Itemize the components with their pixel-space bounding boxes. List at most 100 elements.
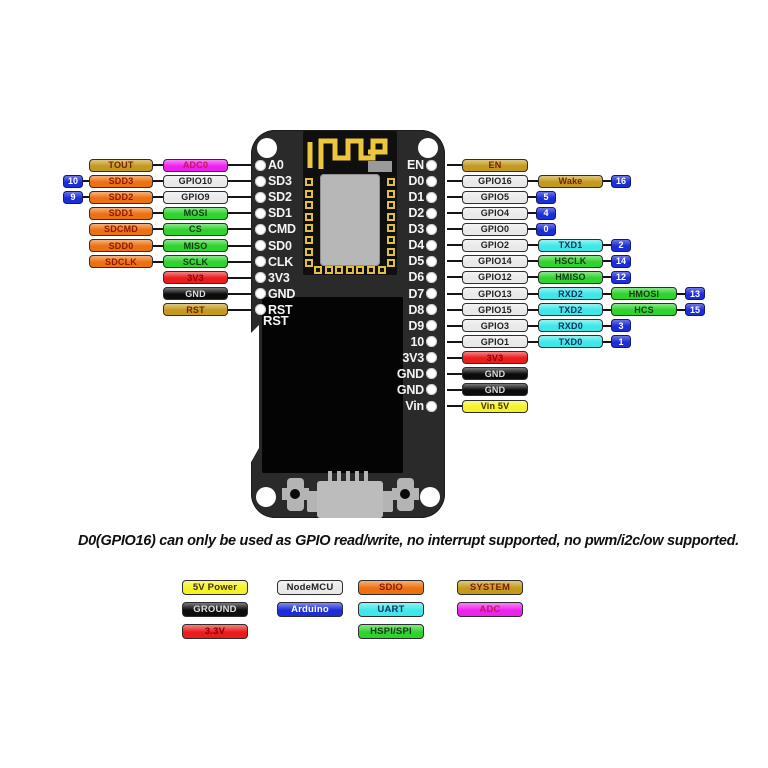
pin-row: 3V3 (163, 271, 251, 285)
connector-line (447, 340, 462, 343)
pin-function-box: GPIO10 (163, 174, 228, 188)
module-pad (387, 201, 395, 210)
pin-function-box: SDD0 (89, 239, 153, 253)
mounting-hole-bottom-right (420, 487, 440, 507)
pin-row: 3V3 (447, 351, 528, 365)
board-pin-label: SD1 (268, 206, 292, 221)
board-pin-dot (254, 223, 266, 235)
pin-function-box: GND (462, 367, 528, 381)
connector-line (447, 356, 462, 359)
board-pin-dot (425, 223, 437, 235)
connector-line (447, 276, 462, 279)
pin-function-box: 3V3 (462, 351, 528, 365)
connector-line (447, 260, 462, 263)
board-pin-dot (425, 207, 437, 219)
board-pin-label: Vin (405, 399, 424, 414)
module-pad (305, 247, 313, 256)
board-pin-dot (425, 191, 437, 203)
connector-line (153, 196, 163, 199)
board-pin-label: SD0 (268, 238, 292, 253)
board-pin-dot (254, 207, 266, 219)
board-pin-label: EN (407, 158, 424, 172)
pin-function-box: GND (163, 287, 228, 301)
pin-function-box: MOSI (163, 206, 228, 220)
module-pad (305, 178, 313, 186)
connector-line (228, 164, 251, 166)
pin-row: Vin 5V (447, 399, 528, 413)
legend-item: 3.3V (182, 624, 248, 639)
pin-number-badge: 5 (536, 190, 556, 204)
usb-pin (328, 471, 332, 483)
pin-function-box: GPIO15 (462, 303, 528, 317)
note-text: D0(GPIO16) can only be used as GPIO read… (78, 533, 739, 549)
connector-line (153, 212, 163, 215)
board-pin-label: SD3 (268, 174, 292, 189)
legend-item: HSPI/SPI (358, 624, 424, 639)
button-tab (392, 488, 398, 500)
pin-function-box: TOUT (89, 158, 153, 172)
pin-function-box: GPIO3 (462, 319, 528, 333)
pin-function-box: ADC0 (163, 158, 228, 172)
screen-glare (250, 325, 259, 464)
module-pad (387, 259, 395, 268)
pin-function-box: EN (462, 158, 528, 172)
board-pin-dot (254, 175, 266, 187)
connector-line (228, 180, 251, 183)
module-pad (377, 266, 386, 274)
connector-line (447, 372, 462, 375)
connector-line (447, 212, 462, 215)
pin-function-box: SDD2 (89, 190, 153, 204)
connector-line (447, 405, 462, 408)
mounting-hole-top-right (418, 138, 438, 158)
board-pin-label: D2 (408, 206, 424, 221)
flash-button-core (290, 489, 300, 499)
connector-line (528, 308, 538, 311)
module-shield-tab (368, 161, 392, 172)
rst-board-label: RST (263, 313, 289, 328)
connector-line (528, 276, 538, 279)
connector-line (153, 228, 163, 231)
connector-line (528, 180, 538, 183)
pin-function-box: GPIO13 (462, 287, 528, 301)
oled-screen (262, 297, 403, 473)
legend-item: SYSTEM (457, 580, 523, 595)
board-pin-dot (425, 320, 437, 332)
connector-line (153, 244, 163, 247)
pin-function-box: RXD2 (538, 287, 603, 301)
board-pin-label: D8 (408, 302, 424, 317)
board-pin-dot (425, 368, 437, 380)
board-pin-dot (425, 336, 437, 348)
module-pad (387, 247, 395, 256)
usb-pin (355, 471, 359, 483)
legend-item: GROUND (182, 602, 248, 617)
pin-function-box: 3V3 (163, 271, 228, 285)
connector-line (603, 276, 611, 279)
module-pad (324, 266, 333, 274)
pin-function-box: TXD0 (538, 335, 603, 349)
pin-number-badge: 2 (611, 238, 631, 252)
connector-line (228, 228, 251, 231)
board-pin-dot (425, 384, 437, 396)
connector-line (447, 180, 462, 183)
connector-line (677, 308, 685, 311)
board-pin-dot (254, 304, 266, 316)
module-pad (305, 212, 313, 221)
pin-function-box: HMOSI (611, 287, 677, 301)
board-pin-label: D6 (408, 270, 424, 285)
pin-row: GND (163, 287, 251, 301)
pin-function-box: GPIO12 (462, 270, 528, 284)
connector-line (228, 212, 251, 215)
button-tab (282, 488, 288, 500)
connector-line (153, 260, 163, 263)
module-pad (356, 266, 365, 274)
board-pin-label: D5 (408, 254, 424, 269)
board-pin-label: 3V3 (268, 270, 290, 285)
module-pad (387, 178, 395, 186)
button-tab (413, 488, 419, 500)
pin-function-box: TXD1 (538, 238, 603, 252)
